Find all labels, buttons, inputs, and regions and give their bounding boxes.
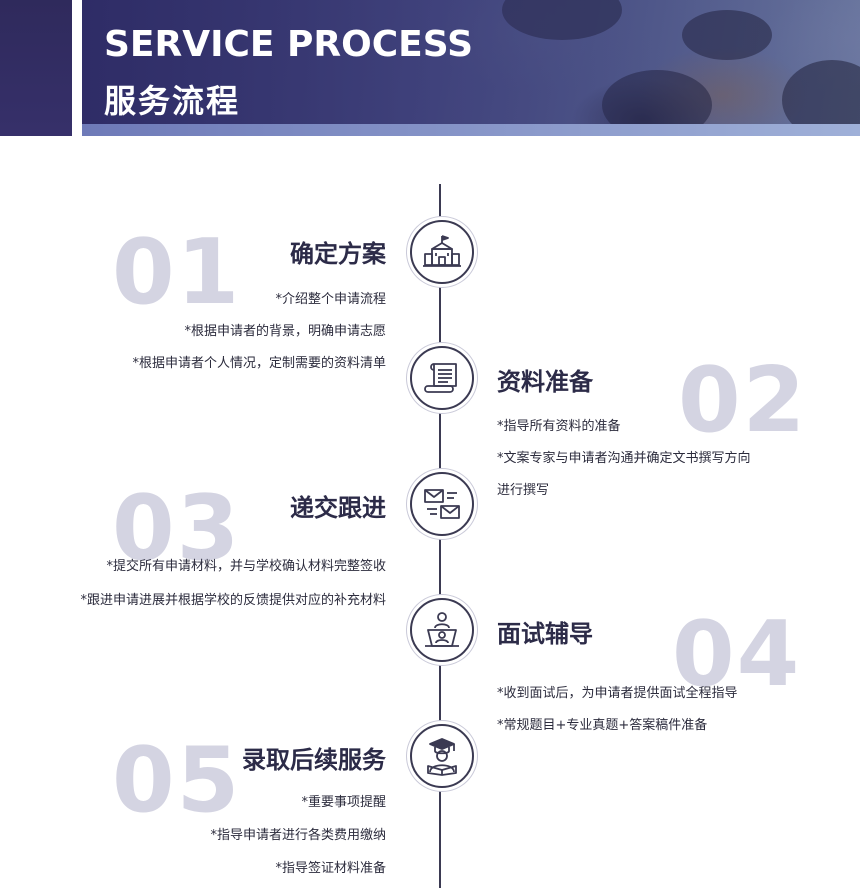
- header-banner: SERVICE PROCESS 服务流程: [0, 0, 860, 136]
- banner-left-strip: [0, 0, 72, 136]
- step-02-line-3: 进行撰写: [497, 483, 550, 498]
- step-title-03: 递交跟进: [290, 493, 386, 522]
- banner-accent-bar: [82, 124, 860, 136]
- step-01-line-1: *介绍整个申请流程: [275, 292, 386, 307]
- mail-exchange-icon: [424, 489, 460, 519]
- step-02-line-1: *指导所有资料的准备: [497, 419, 621, 434]
- step-02-line-2: *文案专家与申请者沟通并确定文书撰写方向: [497, 451, 751, 466]
- step-number-03: 03: [112, 476, 242, 581]
- step-title-02: 资料准备: [497, 367, 593, 396]
- step-title-04: 面试辅导: [497, 619, 593, 648]
- page-title-en: SERVICE PROCESS: [104, 24, 473, 65]
- step-04-node: [410, 598, 474, 662]
- step-number-01: 01: [112, 220, 242, 325]
- step-title-01: 确定方案: [290, 239, 386, 268]
- step-05-line-2: *指导申请者进行各类费用缴纳: [210, 828, 386, 843]
- step-05-line-1: *重要事项提醒: [301, 795, 386, 810]
- step-05-node: [410, 724, 474, 788]
- document-scroll-icon: [424, 363, 457, 393]
- step-03-line-2: *跟进申请进展并根据学校的反馈提供对应的补充材料: [80, 593, 386, 608]
- graduate-cap-icon: [427, 738, 457, 776]
- step-02-node: [410, 346, 474, 410]
- step-04-line-1: *收到面试后，为申请者提供面试全程指导: [497, 686, 738, 701]
- page-title-zh: 服务流程: [104, 82, 241, 120]
- step-05-line-3: *指导签证材料准备: [275, 861, 386, 876]
- step-03-node: [410, 472, 474, 536]
- step-number-04: 04: [672, 602, 802, 707]
- school-building-icon: [423, 235, 461, 267]
- step-number-05: 05: [112, 728, 242, 833]
- step-03-line-1: *提交所有申请材料，并与学校确认材料完整签收: [106, 559, 386, 574]
- timeline-axis: [439, 184, 441, 888]
- step-01-line-2: *根据申请者的背景，明确申请志愿: [184, 324, 386, 339]
- step-01-line-3: *根据申请者个人情况，定制需要的资料清单: [132, 356, 386, 371]
- interview-icon: [425, 612, 459, 647]
- step-title-05: 录取后续服务: [242, 745, 386, 774]
- step-04-line-2: *常规题目+专业真题+答案稿件准备: [497, 718, 708, 733]
- step-number-02: 02: [678, 348, 808, 453]
- banner-graduation-photo: [82, 0, 860, 136]
- step-01-node: [410, 220, 474, 284]
